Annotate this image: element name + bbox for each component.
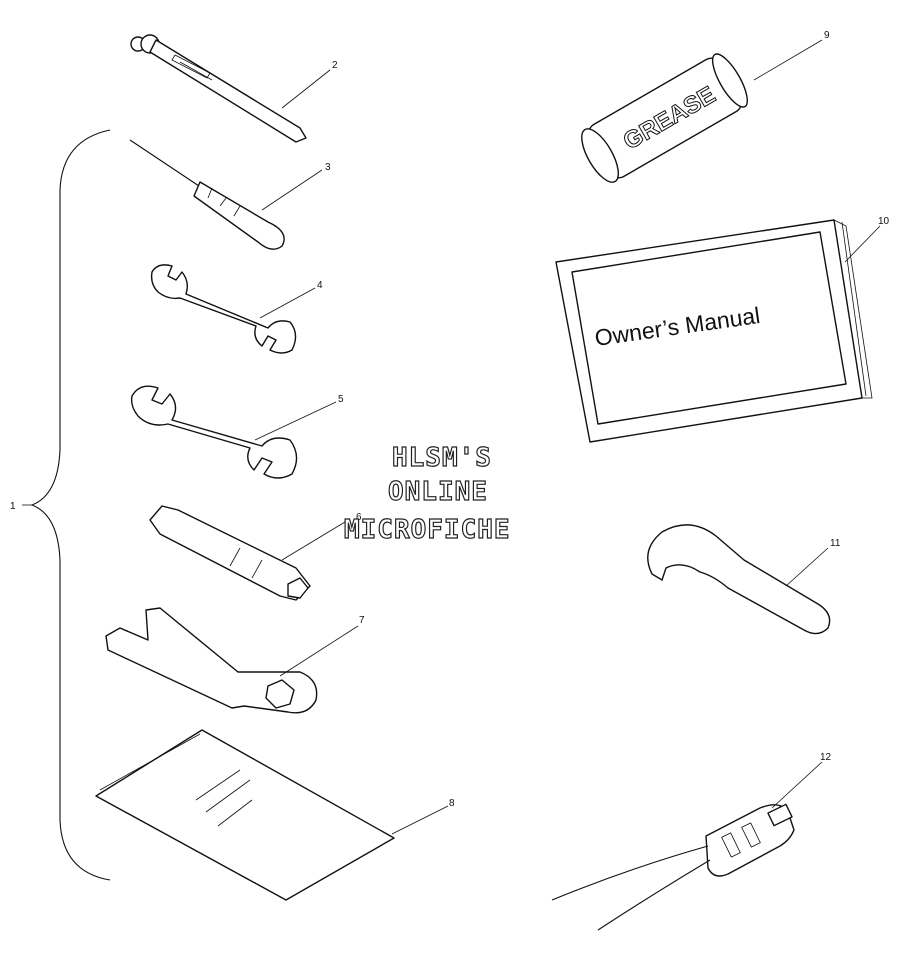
callout-12: 12 bbox=[820, 752, 832, 763]
callout-5: 5 bbox=[338, 394, 344, 405]
watermark-line3: MICROFICHE bbox=[344, 515, 511, 545]
callout-8: 8 bbox=[449, 798, 455, 809]
large-wrench bbox=[130, 385, 298, 479]
tire-gauge-tool bbox=[130, 34, 307, 143]
callout-2: 2 bbox=[332, 60, 338, 71]
callout-1: 1 bbox=[10, 501, 16, 512]
leader-12 bbox=[771, 761, 823, 809]
screwdriver bbox=[129, 139, 285, 250]
leader-4 bbox=[259, 287, 316, 319]
grease-tube: GREASE bbox=[581, 53, 748, 183]
watermark-line1: HLSM'S bbox=[392, 443, 492, 473]
owners-manual: Owner’s Manual bbox=[555, 219, 873, 443]
leader-6 bbox=[281, 521, 346, 561]
callout-9: 9 bbox=[824, 30, 830, 41]
small-wrench bbox=[150, 264, 297, 354]
callout-11: 11 bbox=[830, 538, 841, 549]
leader-8 bbox=[391, 805, 449, 835]
leader-7 bbox=[279, 625, 359, 677]
plastic-bag bbox=[95, 729, 395, 901]
leader-2 bbox=[281, 69, 331, 109]
callout-3: 3 bbox=[325, 162, 331, 173]
callout-7: 7 bbox=[359, 615, 365, 626]
watermark-line2: ONLINE bbox=[388, 477, 488, 507]
hook-spanner-wrench bbox=[647, 524, 831, 635]
leader-9 bbox=[753, 39, 823, 81]
kit-bracket bbox=[30, 129, 111, 881]
callout-6: 6 bbox=[356, 512, 362, 523]
leader-10 bbox=[844, 225, 881, 263]
wire-connector bbox=[551, 803, 795, 931]
leader-3 bbox=[261, 169, 323, 211]
spark-plug-socket bbox=[149, 505, 311, 601]
callout-10: 10 bbox=[878, 216, 890, 227]
leader-11 bbox=[785, 547, 829, 587]
callout-4: 4 bbox=[317, 280, 323, 291]
leader-5 bbox=[254, 401, 337, 441]
plug-holder-tool bbox=[105, 607, 318, 714]
